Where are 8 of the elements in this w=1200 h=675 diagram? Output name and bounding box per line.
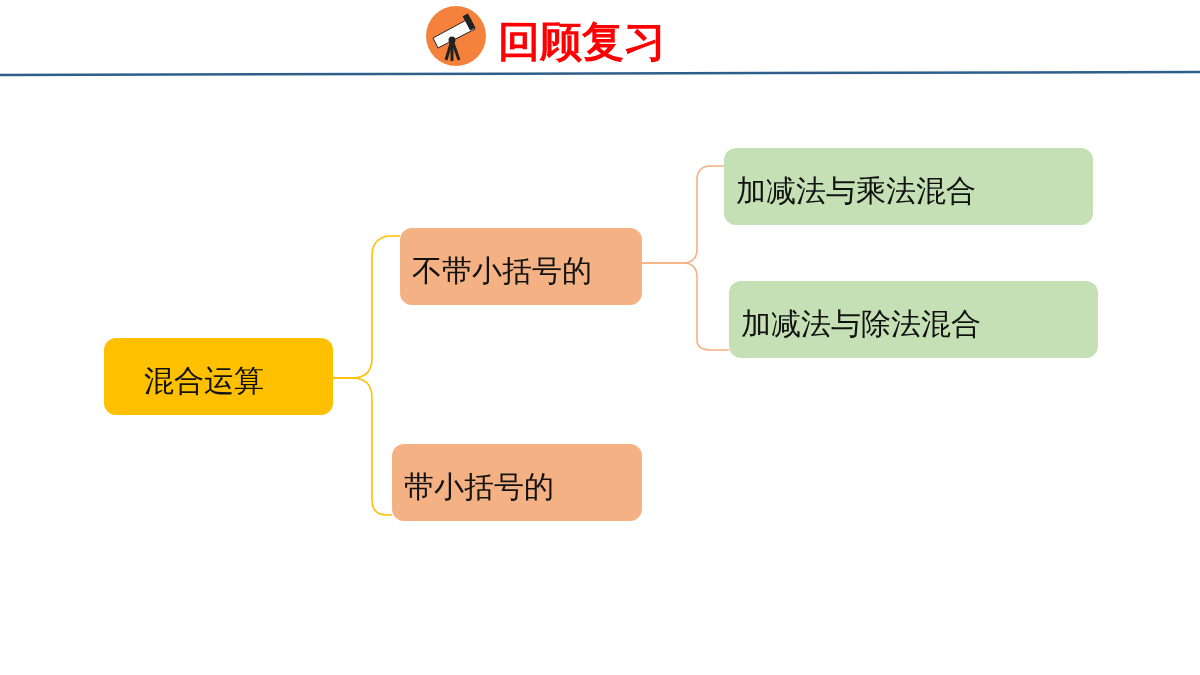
leaf-box: 加减法与乘法混合 <box>724 148 1093 225</box>
brace-connector <box>332 377 393 516</box>
branch-box: 带小括号的 <box>392 444 642 521</box>
branch-box: 不带小括号的 <box>400 228 642 305</box>
center-box: 混合运算 <box>104 338 333 415</box>
leaf-box: 加减法与除法混合 <box>729 281 1098 358</box>
title: 回顾复习 <box>498 16 666 68</box>
brace-connector <box>641 262 730 351</box>
